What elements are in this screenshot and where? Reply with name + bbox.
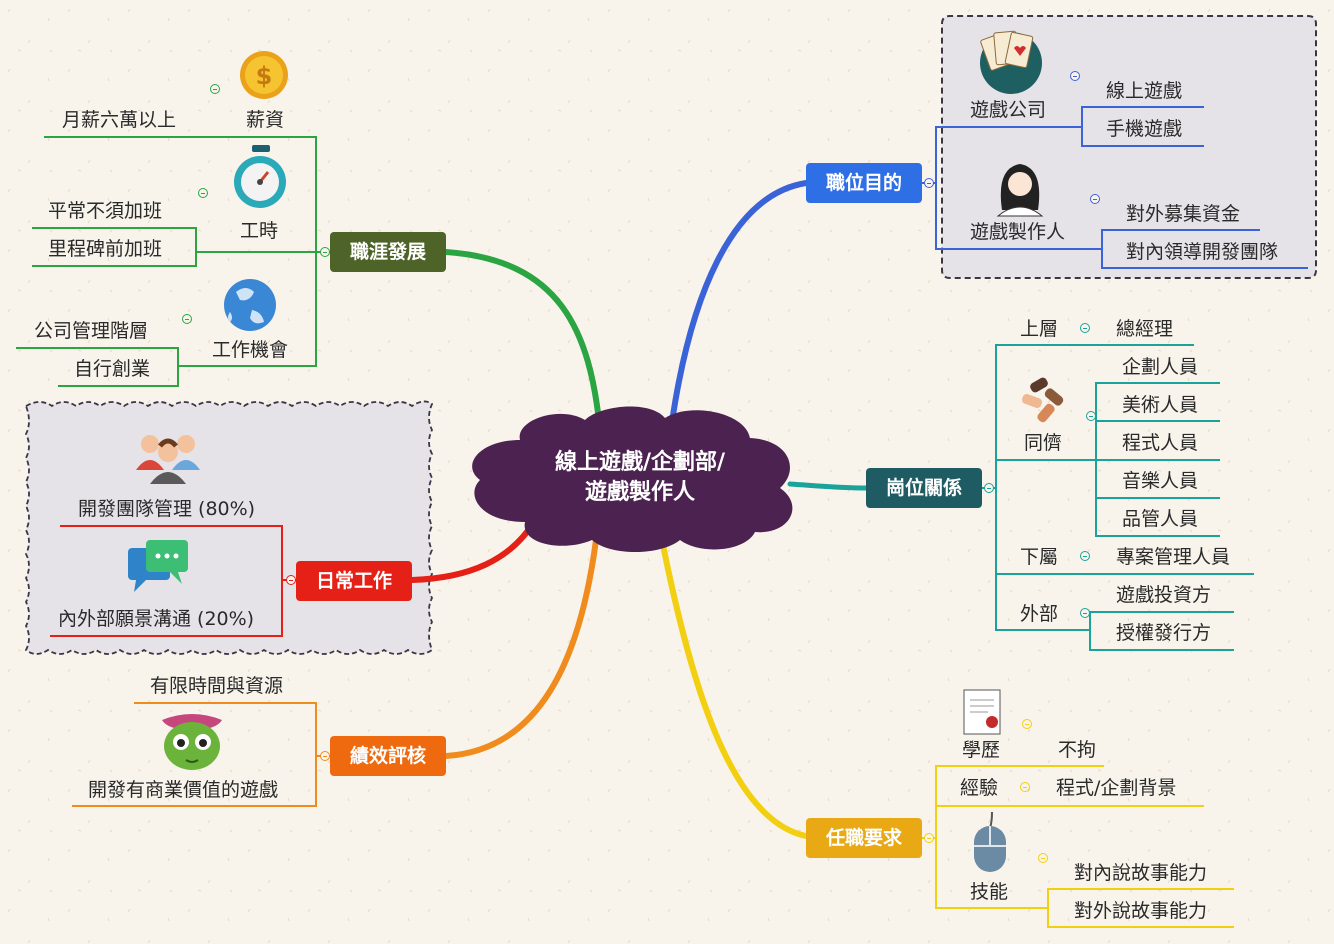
topic-relations[interactable]: 崗位關係 (866, 468, 982, 508)
relations-external-item-2[interactable]: 授權發行方 (1116, 622, 1212, 644)
central-cloud (472, 406, 793, 552)
daily-comm-line (50, 580, 283, 637)
performance-value-line (72, 756, 317, 807)
mouse-icon (974, 811, 1006, 872)
performance-item-2[interactable]: 開發有商業價值的遊戲 (88, 779, 279, 801)
relations-peers-item-4[interactable]: 音樂人員 (1122, 470, 1199, 492)
req-skills-item-2[interactable]: 對外說故事能力 (1074, 900, 1208, 922)
relations-external-line (995, 345, 1234, 651)
team-people-icon (136, 435, 200, 484)
career-hours-line (32, 227, 316, 267)
career-opportunity-label[interactable]: 工作機會 (212, 339, 289, 361)
relations-peers-label[interactable]: 同儕 (1024, 432, 1063, 454)
playing-cards-icon (980, 30, 1042, 94)
collapse-toggle-opportunity[interactable] (182, 314, 192, 324)
purpose-company-label[interactable]: 遊戲公司 (970, 99, 1047, 121)
purpose-branch-line (669, 180, 809, 425)
topic-performance[interactable]: 績效評核 (330, 736, 446, 776)
central-topic[interactable]: 線上遊戲/企劃部/ 遊戲製作人 (490, 448, 790, 508)
relations-external-label[interactable]: 外部 (1020, 603, 1059, 625)
relations-peers-item-5[interactable]: 品管人員 (1122, 508, 1199, 530)
relations-peers-line (996, 382, 1220, 537)
relations-peers-item-1[interactable]: 企劃人員 (1122, 356, 1199, 378)
relations-branch-line (787, 481, 869, 491)
collapse-toggle-relations[interactable] (984, 483, 994, 493)
relations-upper-label[interactable]: 上層 (1020, 318, 1059, 340)
req-experience-label[interactable]: 經驗 (960, 777, 999, 799)
collapse-toggle-performance[interactable] (320, 751, 330, 761)
collapse-toggle-career[interactable] (320, 247, 330, 257)
globe-icon (224, 279, 276, 331)
daily-branch-line (409, 519, 537, 583)
req-skills-line (935, 838, 1234, 928)
daily-comm-label[interactable]: 內外部願景溝通 (20%) (58, 608, 255, 630)
req-experience-item[interactable]: 程式/企劃背景 (1056, 777, 1177, 799)
collapse-toggle-producer[interactable] (1090, 194, 1100, 204)
collapse-toggle-requirements[interactable] (924, 833, 934, 843)
collapse-toggle-skills[interactable] (1038, 853, 1048, 863)
woman-avatar-icon (996, 164, 1044, 217)
relations-external-item-1[interactable]: 遊戲投資方 (1116, 584, 1212, 606)
career-salary-item[interactable]: 月薪六萬以上 (62, 109, 177, 131)
dollar-coin-icon: $ (240, 51, 288, 99)
career-opportunity-item-1[interactable]: 公司管理階層 (34, 320, 149, 342)
purpose-producer-label[interactable]: 遊戲製作人 (970, 221, 1066, 243)
purpose-producer-item-1[interactable]: 對外募集資金 (1126, 203, 1241, 225)
performance-item-1[interactable]: 有限時間與資源 (150, 675, 284, 697)
collapse-toggle-external[interactable] (1080, 608, 1090, 618)
career-hours-item-1[interactable]: 平常不須加班 (48, 200, 163, 222)
central-topic-line1: 線上遊戲/企劃部/ (554, 450, 726, 475)
topic-daily[interactable]: 日常工作 (296, 561, 412, 601)
requirements-branch-line (659, 537, 809, 839)
purpose-company-item-2[interactable]: 手機遊戲 (1106, 118, 1183, 140)
topic-requirements[interactable]: 任職要求 (806, 818, 922, 858)
joined-hands-icon (1022, 377, 1064, 423)
collapse-toggle-daily[interactable] (286, 575, 296, 585)
collapse-toggle-purpose[interactable] (924, 178, 934, 188)
certificate-icon (963, 689, 1001, 735)
career-hours-item-2[interactable]: 里程碑前加班 (48, 238, 163, 260)
purpose-producer-item-2[interactable]: 對內領導開發團隊 (1126, 241, 1279, 263)
career-opportunity-sub-line (16, 347, 179, 366)
career-hours-label[interactable]: 工時 (240, 220, 279, 242)
req-education-label[interactable]: 學歷 (962, 739, 1001, 761)
collapse-toggle-peers[interactable] (1086, 411, 1096, 421)
career-opportunity-item-2[interactable]: 自行創業 (74, 358, 151, 380)
topic-career[interactable]: 職涯發展 (330, 232, 446, 272)
svg-text:$: $ (256, 62, 273, 90)
career-branch-line (443, 249, 603, 433)
relations-peers-item-2[interactable]: 美術人員 (1122, 394, 1199, 416)
relations-lower-item[interactable]: 專案管理人員 (1116, 546, 1231, 568)
daily-team-label[interactable]: 開發團隊管理 (80%) (78, 498, 256, 520)
central-topic-line2: 遊戲製作人 (584, 480, 695, 505)
collapse-toggle-hours[interactable] (198, 188, 208, 198)
purpose-company-item-1[interactable]: 線上遊戲 (1106, 80, 1183, 102)
relations-upper-item[interactable]: 總經理 (1116, 318, 1174, 340)
collapse-toggle-education[interactable] (1022, 719, 1032, 729)
relations-peers-item-3[interactable]: 程式人員 (1122, 432, 1199, 454)
req-education-item[interactable]: 不拘 (1058, 739, 1097, 761)
stopwatch-icon (234, 145, 286, 208)
topic-purpose[interactable]: 職位目的 (806, 163, 922, 203)
collapse-toggle-experience[interactable] (1020, 782, 1030, 792)
collapse-toggle-upper[interactable] (1080, 323, 1090, 333)
req-skills-label[interactable]: 技能 (970, 881, 1009, 903)
performance-branch-line (443, 537, 599, 759)
req-skills-item-1[interactable]: 對內說故事能力 (1074, 862, 1208, 884)
collapse-toggle-salary[interactable] (210, 84, 220, 94)
chat-bubbles-icon (128, 540, 188, 592)
green-monster-icon (162, 714, 222, 770)
collapse-toggle-company[interactable] (1070, 71, 1080, 81)
purpose-producer-line (935, 183, 1308, 269)
career-salary-label[interactable]: 薪資 (246, 109, 285, 131)
relations-lower-label[interactable]: 下屬 (1020, 546, 1059, 568)
collapse-toggle-lower[interactable] (1080, 551, 1090, 561)
